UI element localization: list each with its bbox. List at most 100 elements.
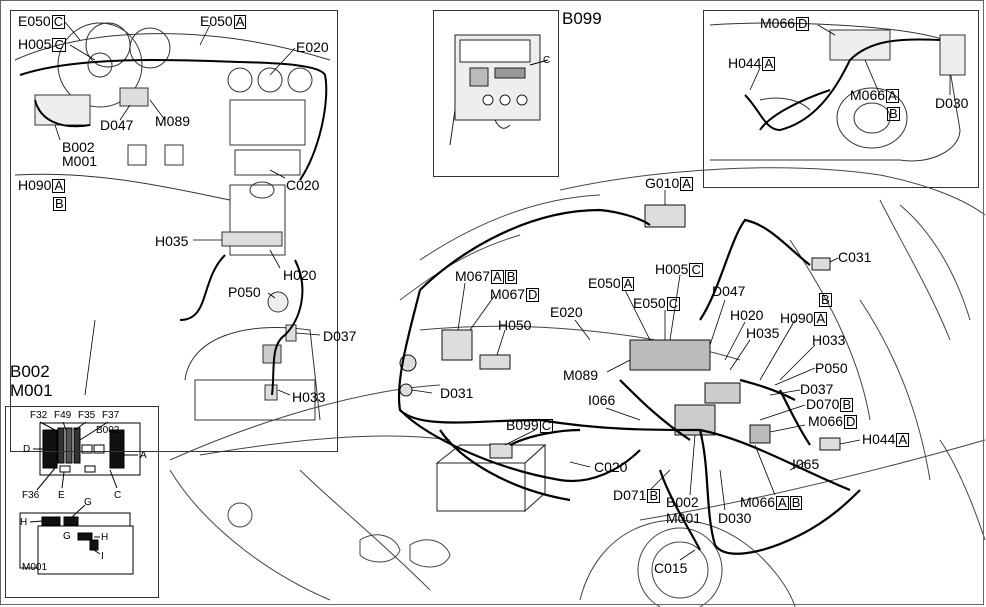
- label-h035-main: H035: [746, 325, 780, 341]
- b099-fuse-slot-2: [494, 67, 526, 79]
- h050-switch: [479, 354, 511, 370]
- leader-d037: [769, 389, 801, 396]
- b099-term-1: [482, 94, 494, 106]
- label-d030-door: D030: [935, 95, 969, 111]
- front-wheel-rim: [651, 541, 709, 599]
- dash-harness-2: [34, 99, 91, 128]
- leader-h090: [759, 319, 796, 381]
- leader-door-m066d: [817, 24, 836, 36]
- door-inset-art: [709, 22, 966, 162]
- label-b099-title: B099: [562, 9, 602, 28]
- leader-e050a: [624, 289, 651, 341]
- m066-main: [749, 424, 771, 444]
- label-pin-i: I: [101, 551, 104, 562]
- car-grille-arc: [299, 469, 431, 591]
- logo-badge: [227, 502, 253, 528]
- label-h020-console: H020: [283, 267, 317, 283]
- label-h020-main: H020: [730, 307, 764, 323]
- leader-pin-e: [61, 471, 65, 489]
- leader-b099c: [504, 429, 536, 446]
- harness-front: [399, 409, 641, 483]
- leader-b099-c: [529, 59, 549, 66]
- leader-h044: [839, 439, 861, 445]
- leader-i066: [605, 407, 641, 421]
- leader-dash-p050: [267, 292, 276, 299]
- car-hood-crease: [199, 435, 451, 456]
- m001-block-g2: [77, 532, 93, 541]
- leader-h033: [779, 344, 816, 381]
- dashboard-inset-frame: [10, 10, 338, 452]
- label-c020-dash: C020: [286, 177, 320, 193]
- leader-h050: [496, 329, 506, 356]
- label-c031: C031: [838, 249, 872, 265]
- leader-h035: [729, 339, 751, 371]
- leader-pin-i: [93, 549, 101, 555]
- door-harness-2: [759, 89, 831, 131]
- front-wheel-hub: [637, 527, 723, 607]
- fuse-col-1: [57, 427, 65, 464]
- harness-console: [619, 379, 691, 441]
- d047-module: [119, 87, 149, 107]
- label-p050-main: P050: [815, 360, 848, 376]
- leader-m067d: [469, 294, 496, 331]
- leader-dash-d037: [295, 332, 321, 336]
- label-pin-d: D: [23, 444, 31, 455]
- b099-inset-frame: [433, 10, 559, 177]
- h035-switches: [221, 231, 283, 247]
- leader-pin-g: [71, 504, 86, 518]
- label-pin-h: H: [20, 517, 28, 528]
- label-pin-e: E: [58, 490, 65, 501]
- ecu-module: [704, 382, 741, 404]
- leader-fuse-f49: [62, 421, 67, 431]
- car-side-sill: [639, 439, 986, 521]
- leader-dash-h005c: [69, 44, 96, 61]
- leader-d047: [709, 299, 726, 346]
- harness-roof: [699, 218, 811, 321]
- m001-block-g: [63, 516, 79, 526]
- label-m001-dash: M001: [62, 153, 98, 169]
- label-b002-inner: B002: [96, 425, 120, 436]
- leader-door-h044: [749, 67, 761, 91]
- door-panel-outline: [709, 22, 961, 162]
- b099-fuse-top: [459, 39, 531, 63]
- label-m066ab-door-b: B: [887, 106, 900, 121]
- radio-unit: [229, 99, 306, 146]
- harness-b099: [509, 428, 581, 446]
- dashboard-inset-art: [14, 22, 331, 421]
- car-bpillar: [879, 199, 951, 341]
- label-d037-console: D037: [323, 328, 357, 344]
- harness-c015: [658, 469, 701, 551]
- label-fuse-f49: F49: [54, 410, 72, 421]
- seat-outline: [184, 326, 321, 421]
- label-h035-console: H035: [155, 233, 189, 249]
- leader-m089: [606, 359, 631, 373]
- label-e020-dash: E020: [296, 39, 329, 55]
- car-roof-line: [559, 167, 986, 216]
- label-pin-g: G: [84, 497, 92, 508]
- fuse-relay-2: [93, 444, 105, 454]
- fuse-bottom-1: [59, 465, 71, 473]
- car-door-line-1: [859, 299, 931, 481]
- car-front-edge: [169, 469, 331, 601]
- b099-lead: [449, 109, 511, 146]
- fusebox-inset-frame: [5, 406, 159, 598]
- dash-harness-4: [271, 259, 304, 396]
- rear-wheel-area: [939, 439, 986, 541]
- label-p050-console: P050: [228, 284, 261, 300]
- leader-m066ab: [754, 444, 776, 496]
- vent-1: [227, 67, 253, 93]
- dash-outline: [14, 33, 331, 61]
- b099-fuse-slot-1: [469, 67, 489, 87]
